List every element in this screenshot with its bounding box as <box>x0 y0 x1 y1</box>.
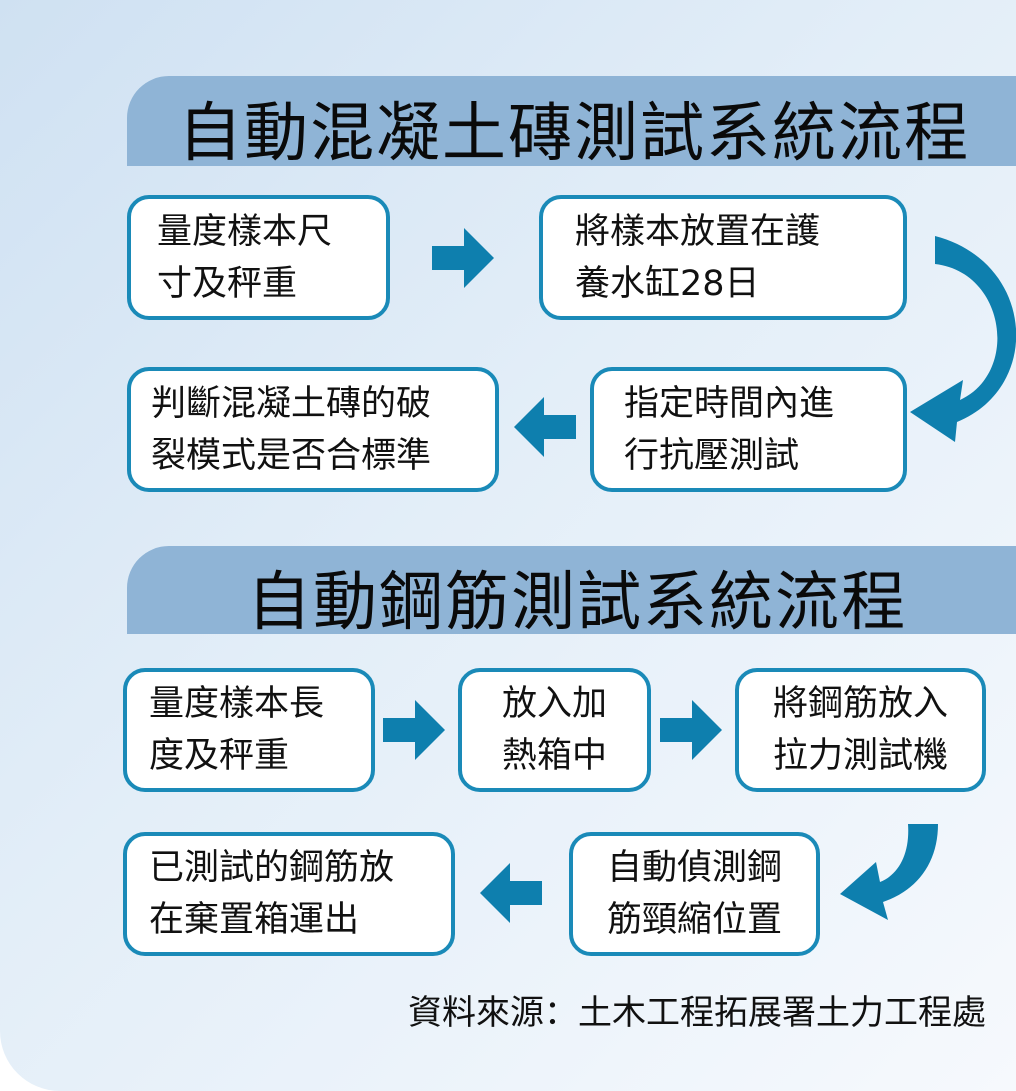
section1-title: 自動混凝土磚測試系統流程 <box>178 97 970 171</box>
section2-step-3: 將鋼筋放入 拉力測試機 <box>735 668 986 792</box>
section2-step-4: 自動偵測鋼 筋頸縮位置 <box>569 832 820 956</box>
section1-step-1: 量度樣本尺 寸及秤重 <box>127 195 390 320</box>
step-label: 指定時間內進 行抗壓測試 <box>624 383 835 476</box>
section1-step-4: 判斷混凝土磚的破 裂模式是否合標準 <box>127 367 499 492</box>
section2-step-2: 放入加 熱箱中 <box>458 668 651 792</box>
arrow-right-icon <box>383 700 445 760</box>
step-label: 自動偵測鋼 筋頸縮位置 <box>606 848 782 940</box>
section2-title-bar <box>127 546 1016 634</box>
step-label: 量度樣本尺 寸及秤重 <box>157 211 333 304</box>
step-label: 將樣本放置在護 養水缸28日 <box>575 211 821 304</box>
arrow-left-icon <box>480 863 542 923</box>
section1-step-3: 指定時間內進 行抗壓測試 <box>590 367 907 492</box>
step-label: 量度樣本長 度及秤重 <box>149 684 325 776</box>
step-label: 放入加 熱箱中 <box>501 684 607 776</box>
curved-arrow-down-icon <box>840 824 938 920</box>
step-label: 將鋼筋放入 拉力測試機 <box>772 684 948 776</box>
arrow-left-icon <box>514 397 576 457</box>
curved-arrow-down-icon <box>910 236 1016 442</box>
step-label: 已測試的鋼筋放 在棄置箱運出 <box>149 848 395 940</box>
section2-title: 自動鋼筋測試系統流程 <box>247 566 907 640</box>
section1-step-2: 將樣本放置在護 養水缸28日 <box>539 195 907 320</box>
section1-title-bar <box>127 76 1016 166</box>
arrow-right-icon <box>432 228 494 288</box>
section2-step-5: 已測試的鋼筋放 在棄置箱運出 <box>123 832 455 956</box>
step-label: 判斷混凝土磚的破 裂模式是否合標準 <box>151 383 432 476</box>
section2-step-1: 量度樣本長 度及秤重 <box>123 668 375 792</box>
arrow-right-icon <box>660 700 722 760</box>
source-note: 資料來源：土木工程拓展署土力工程處 <box>408 993 986 1033</box>
